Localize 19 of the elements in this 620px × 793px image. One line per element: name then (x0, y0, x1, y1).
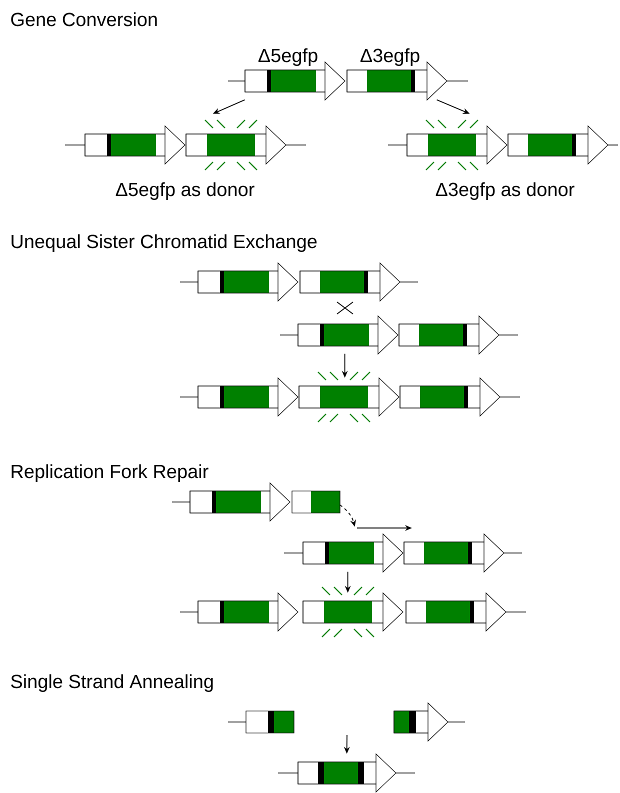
gene-construct-drawing (64, 120, 306, 170)
gene-construct-drawing (394, 702, 466, 742)
section-title: Replication Fork Repair (12, 464, 208, 482)
gene-label: Δ5egfp as donor (116, 182, 254, 200)
gene-label: Δ3egfp as donor (436, 182, 574, 200)
section-title: Gene Conversion (11, 12, 157, 26)
section-title: Unequal Sister Chromatid Exchange (12, 234, 317, 252)
gene-construct-drawing (172, 482, 340, 522)
gene-label: Δ5egfp (258, 48, 318, 66)
gene-construct-drawing (180, 262, 418, 302)
gene-construct-drawing (280, 315, 518, 355)
section-title: Single Strand Annealing (11, 674, 213, 692)
gene-construct-drawing (284, 533, 522, 573)
gene-construct-drawing (228, 710, 294, 734)
gene-label: Δ3egfp (360, 48, 420, 66)
gene-construct-drawing (388, 120, 618, 170)
gene-construct-drawing (180, 586, 526, 638)
gene-construct-drawing (180, 372, 520, 422)
gene-construct-drawing (278, 753, 416, 793)
